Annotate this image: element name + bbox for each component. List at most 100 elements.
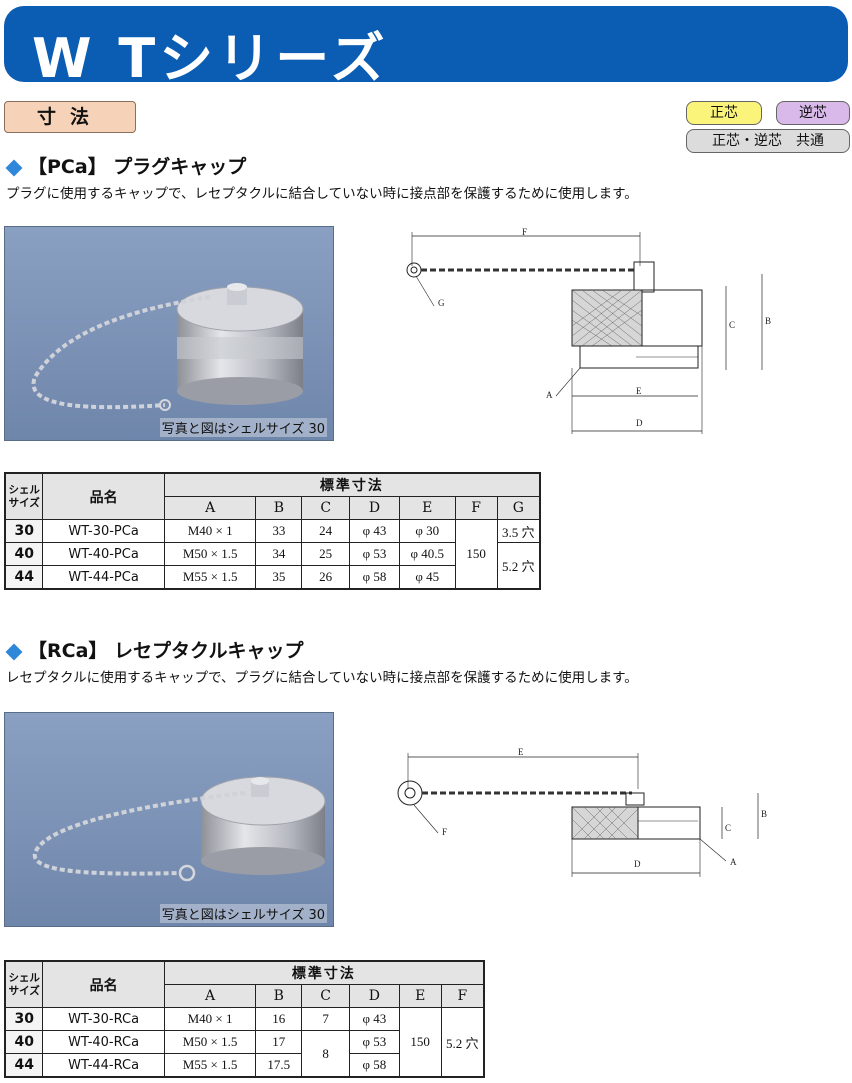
rca-heading: 【RCa】 レセプタクルキャップ xyxy=(5,636,304,663)
pca-a-cell: M50 × 1.5 xyxy=(163,542,257,566)
pca-photo-caption: 写真と図はシェルサイズ 30 xyxy=(159,418,327,437)
rca-d-cell: φ 58 xyxy=(348,1053,400,1078)
rca-label-b: B xyxy=(761,809,767,819)
table-row: 30 WT-30-PCa M40 × 1 33 24 φ 43 φ 30 150… xyxy=(4,519,541,590)
pca-b-cell: 33 xyxy=(255,519,303,543)
rca-label-d: D xyxy=(634,859,641,869)
pca-g-cell: 5.2 穴 xyxy=(496,542,541,590)
pca-d-cell: φ 43 xyxy=(349,519,400,543)
rca-col-a: A xyxy=(163,984,257,1008)
rca-size-cell: 30 xyxy=(4,1007,44,1031)
pca-name-header: 品名 xyxy=(42,472,165,520)
pca-label-c: C xyxy=(729,320,735,330)
pca-col-b: B xyxy=(255,496,303,520)
pca-a-cell: M55 × 1.5 xyxy=(163,565,257,590)
pca-e-cell: φ 30 xyxy=(398,519,456,543)
pca-size-cell: 30 xyxy=(4,519,44,543)
rca-col-f: F xyxy=(440,984,485,1008)
pca-size-cell: 44 xyxy=(4,565,44,590)
rca-name-cell: WT-44-RCa xyxy=(42,1053,165,1078)
table-row: 40 WT-40-RCa M50 × 1.5 17 8 φ 53 xyxy=(4,1030,484,1078)
diamond-icon xyxy=(5,643,23,660)
rca-c-cell: 7 xyxy=(301,1007,350,1031)
rca-label-e: E xyxy=(518,747,524,757)
pca-label-f: F xyxy=(522,227,527,237)
pca-e-cell: φ 40.5 xyxy=(398,542,456,566)
pca-drawing: F G C B A E D xyxy=(406,227,771,434)
pca-col-f: F xyxy=(454,496,498,520)
pca-heading-text: 【PCa】 プラグキャップ xyxy=(28,156,247,178)
legend-seishin: 正芯 xyxy=(686,101,762,125)
rca-size-cell: 44 xyxy=(4,1053,44,1078)
rca-col-b: B xyxy=(255,984,303,1008)
pca-col-c: C xyxy=(301,496,351,520)
pca-name-cell: WT-30-PCa xyxy=(42,519,165,543)
rca-b-cell: 17.5 xyxy=(255,1053,303,1078)
pca-heading: 【PCa】 プラグキャップ xyxy=(5,152,247,179)
legend-common: 正芯・逆芯 共通 xyxy=(686,129,850,153)
pca-b-cell: 35 xyxy=(255,565,303,590)
pca-g-cell: 3.5 穴 xyxy=(496,519,541,543)
pca-size-cell: 40 xyxy=(4,542,44,566)
rca-label-f: F xyxy=(442,827,447,837)
table-row: 40 WT-40-PCa M50 × 1.5 34 25 φ 53 φ 40.5… xyxy=(4,542,541,590)
pca-size-header: シェル サイズ xyxy=(4,472,44,520)
rca-d-cell: φ 43 xyxy=(348,1007,400,1031)
pca-c-cell: 25 xyxy=(301,542,351,566)
rca-heading-text: 【RCa】 レセプタクルキャップ xyxy=(28,640,304,662)
rca-std-header: 標準寸法 xyxy=(163,960,485,985)
rca-photo-caption: 写真と図はシェルサイズ 30 xyxy=(159,904,327,923)
pca-std-header: 標準寸法 xyxy=(163,472,541,497)
rca-photo: 写真と図はシェルサイズ 30 xyxy=(4,712,334,927)
pca-c-cell: 24 xyxy=(301,519,351,543)
section-tag: 寸法 xyxy=(4,101,136,133)
rca-b-cell: 17 xyxy=(255,1030,303,1054)
rca-size-cell: 40 xyxy=(4,1030,44,1054)
table-row: 44 WT-44-RCa M55 × 1.5 17.5 φ 58 xyxy=(4,1053,484,1078)
pca-photo: 写真と図はシェルサイズ 30 xyxy=(4,226,334,441)
pca-a-cell: M40 × 1 xyxy=(163,519,257,543)
table-row: 44 WT-44-PCa M55 × 1.5 35 26 φ 58 φ 45 xyxy=(4,565,540,590)
rca-a-cell: M50 × 1.5 xyxy=(163,1030,257,1054)
rca-description: レセプタクルに使用するキャップで、プラグに結合していない時に接点部を保護するため… xyxy=(6,670,638,686)
rca-name-cell: WT-40-RCa xyxy=(42,1030,165,1054)
rca-drawing: E F C B D A xyxy=(397,747,767,877)
rca-col-c: C xyxy=(301,984,350,1008)
rca-e-cell: 150 xyxy=(398,1007,442,1078)
rca-a-cell: M55 × 1.5 xyxy=(163,1053,257,1078)
rca-name-header: 品名 xyxy=(42,960,165,1008)
pca-b-cell: 34 xyxy=(255,542,303,566)
rca-label-a: A xyxy=(730,857,737,867)
page-title: W Tシリーズ xyxy=(32,27,389,90)
pca-d-cell: φ 58 xyxy=(349,565,400,590)
title-banner: W Tシリーズ xyxy=(4,6,848,90)
legend-gyakushin: 逆芯 xyxy=(776,101,850,125)
pca-name-cell: WT-40-PCa xyxy=(42,542,165,566)
rca-name-cell: WT-30-RCa xyxy=(42,1007,165,1031)
pca-label-g: G xyxy=(438,298,445,308)
pca-spec-table: シェル サイズ 品名 標準寸法 A B C D E F G 30 WT-30-P… xyxy=(4,472,541,590)
rca-label-c: C xyxy=(725,823,731,833)
pca-label-b: B xyxy=(765,316,771,326)
pca-c-cell: 26 xyxy=(301,565,351,590)
pca-name-cell: WT-44-PCa xyxy=(42,565,165,590)
rca-f-cell: 5.2 穴 xyxy=(440,1007,485,1078)
pca-col-e: E xyxy=(398,496,456,520)
pca-col-a: A xyxy=(163,496,257,520)
diamond-icon xyxy=(5,159,23,176)
pca-label-a: A xyxy=(546,390,553,400)
rca-b-cell: 16 xyxy=(255,1007,303,1031)
pca-col-g: G xyxy=(496,496,541,520)
pca-d-cell: φ 53 xyxy=(349,542,400,566)
rca-col-d: D xyxy=(348,984,400,1008)
pca-f-cell: 150 xyxy=(454,519,498,590)
rca-c-cell: 8 xyxy=(301,1030,350,1078)
pca-col-d: D xyxy=(349,496,400,520)
rca-spec-table: シェル サイズ 品名 標準寸法 A B C D E F 30 WT-30-RCa… xyxy=(4,960,485,1078)
pca-label-e: E xyxy=(636,386,642,396)
rca-col-e: E xyxy=(398,984,442,1008)
pca-e-cell: φ 45 xyxy=(398,565,456,590)
pca-description: プラグに使用するキャップで、レセプタクルに結合していない時に接点部を保護するため… xyxy=(6,186,638,202)
rca-d-cell: φ 53 xyxy=(348,1030,400,1054)
rca-a-cell: M40 × 1 xyxy=(163,1007,257,1031)
